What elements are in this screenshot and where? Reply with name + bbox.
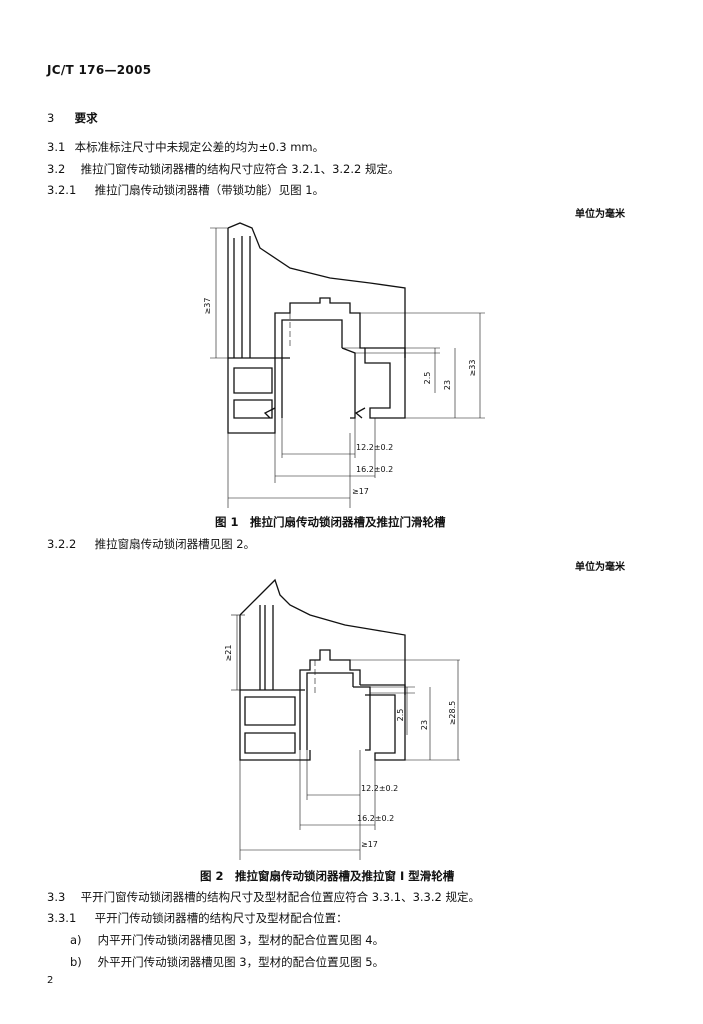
figure-1-drawing: ≥37 2.5 23 ≥33 12.2±0.2 16.2±0.2 ≥17 (203, 222, 485, 508)
figure-2-dim-small: 2.5 (396, 709, 405, 722)
figure-2-dim-right: ≥28.5 (448, 701, 457, 726)
figure-1-dim-left: ≥37 (203, 298, 212, 315)
clause-3-2-2-number: 3.2.2 (47, 537, 77, 551)
figure-1-dim-right: ≥33 (468, 360, 477, 377)
list-item-b: b) 外平开门传动锁闭器槽见图 3，型材的配合位置见图 5。 (70, 954, 384, 970)
section-3-number: 3 (47, 111, 55, 125)
clause-3-3-number: 3.3 (47, 890, 66, 904)
clause-3-2-text: 推拉门窗传动锁闭器槽的结构尺寸应符合 3.2.1、3.2.2 规定。 (80, 162, 400, 176)
clause-3-2-number: 3.2 (47, 162, 66, 176)
standard-number: JC/T 176—2005 (47, 63, 152, 77)
figure-2-dim-w3: ≥17 (361, 840, 378, 849)
figure-1-dim-w3: ≥17 (352, 487, 369, 496)
figure-2-unit-label: 单位为毫米 (575, 562, 625, 573)
figure-1-dim-small: 2.5 (423, 372, 432, 385)
clause-3-3-1: 3.3.1 平开门传动锁闭器槽的结构尺寸及型材配合位置： (47, 910, 348, 926)
clause-3-2-2-text: 推拉窗扇传动锁闭器槽见图 2。 (94, 537, 256, 551)
clause-3-1-number: 3.1 (47, 140, 66, 154)
list-item-b-marker: b) (70, 955, 82, 969)
figure-1-unit-label: 单位为毫米 (575, 209, 625, 220)
list-item-b-text: 外平开门传动锁闭器槽见图 3，型材的配合位置见图 5。 (97, 955, 385, 969)
figure-2-dim-mid: 23 (420, 720, 429, 730)
figure-2-dim-left: ≥21 (224, 645, 233, 662)
figure-2-caption: 图 2 推拉窗扇传动锁闭器槽及推拉窗 Ⅰ 型滑轮槽 (200, 869, 455, 883)
clause-3-3-1-number: 3.3.1 (47, 911, 77, 925)
figure-2-drawing: ≥21 2.5 23 ≥28.5 12.2±0.2 16.2±0.2 ≥17 (224, 578, 460, 860)
section-3-title: 要求 (74, 111, 98, 125)
figure-1-dim-w1: 12.2±0.2 (356, 443, 393, 452)
page-number: 2 (47, 975, 54, 986)
section-3-heading: 3 要求 (47, 110, 98, 126)
clause-3-2-2: 3.2.2 推拉窗扇传动锁闭器槽见图 2。 (47, 536, 255, 552)
figure-1-dim-mid: 23 (443, 380, 452, 390)
clause-3-2-1: 3.2.1 推拉门扇传动锁闭器槽（带锁功能）见图 1。 (47, 182, 324, 198)
clause-3-2-1-text: 推拉门扇传动锁闭器槽（带锁功能）见图 1。 (94, 183, 325, 197)
list-item-a-marker: a) (70, 933, 82, 947)
clause-3-2-1-number: 3.2.1 (47, 183, 77, 197)
clause-3-2: 3.2 推拉门窗传动锁闭器槽的结构尺寸应符合 3.2.1、3.2.2 规定。 (47, 161, 400, 177)
clause-3-1: 3.1 本标准标注尺寸中未规定公差的均为±0.3 mm。 (47, 139, 324, 155)
clause-3-3: 3.3 平开门窗传动锁闭器槽的结构尺寸及型材配合位置应符合 3.3.1、3.3.… (47, 889, 480, 905)
list-item-a: a) 内平开门传动锁闭器槽见图 3，型材的配合位置见图 4。 (70, 932, 384, 948)
figure-1-dim-w2: 16.2±0.2 (356, 465, 393, 474)
figure-1-caption: 图 1 推拉门扇传动锁闭器槽及推拉门滑轮槽 (215, 515, 446, 529)
clause-3-1-text: 本标准标注尺寸中未规定公差的均为±0.3 mm。 (74, 140, 325, 154)
figure-2-dim-w2: 16.2±0.2 (357, 814, 394, 823)
clause-3-3-text: 平开门窗传动锁闭器槽的结构尺寸及型材配合位置应符合 3.3.1、3.3.2 规定… (80, 890, 480, 904)
list-item-a-text: 内平开门传动锁闭器槽见图 3，型材的配合位置见图 4。 (97, 933, 385, 947)
clause-3-3-1-text: 平开门传动锁闭器槽的结构尺寸及型材配合位置： (94, 911, 348, 925)
figure-2-dim-w1: 12.2±0.2 (361, 784, 398, 793)
